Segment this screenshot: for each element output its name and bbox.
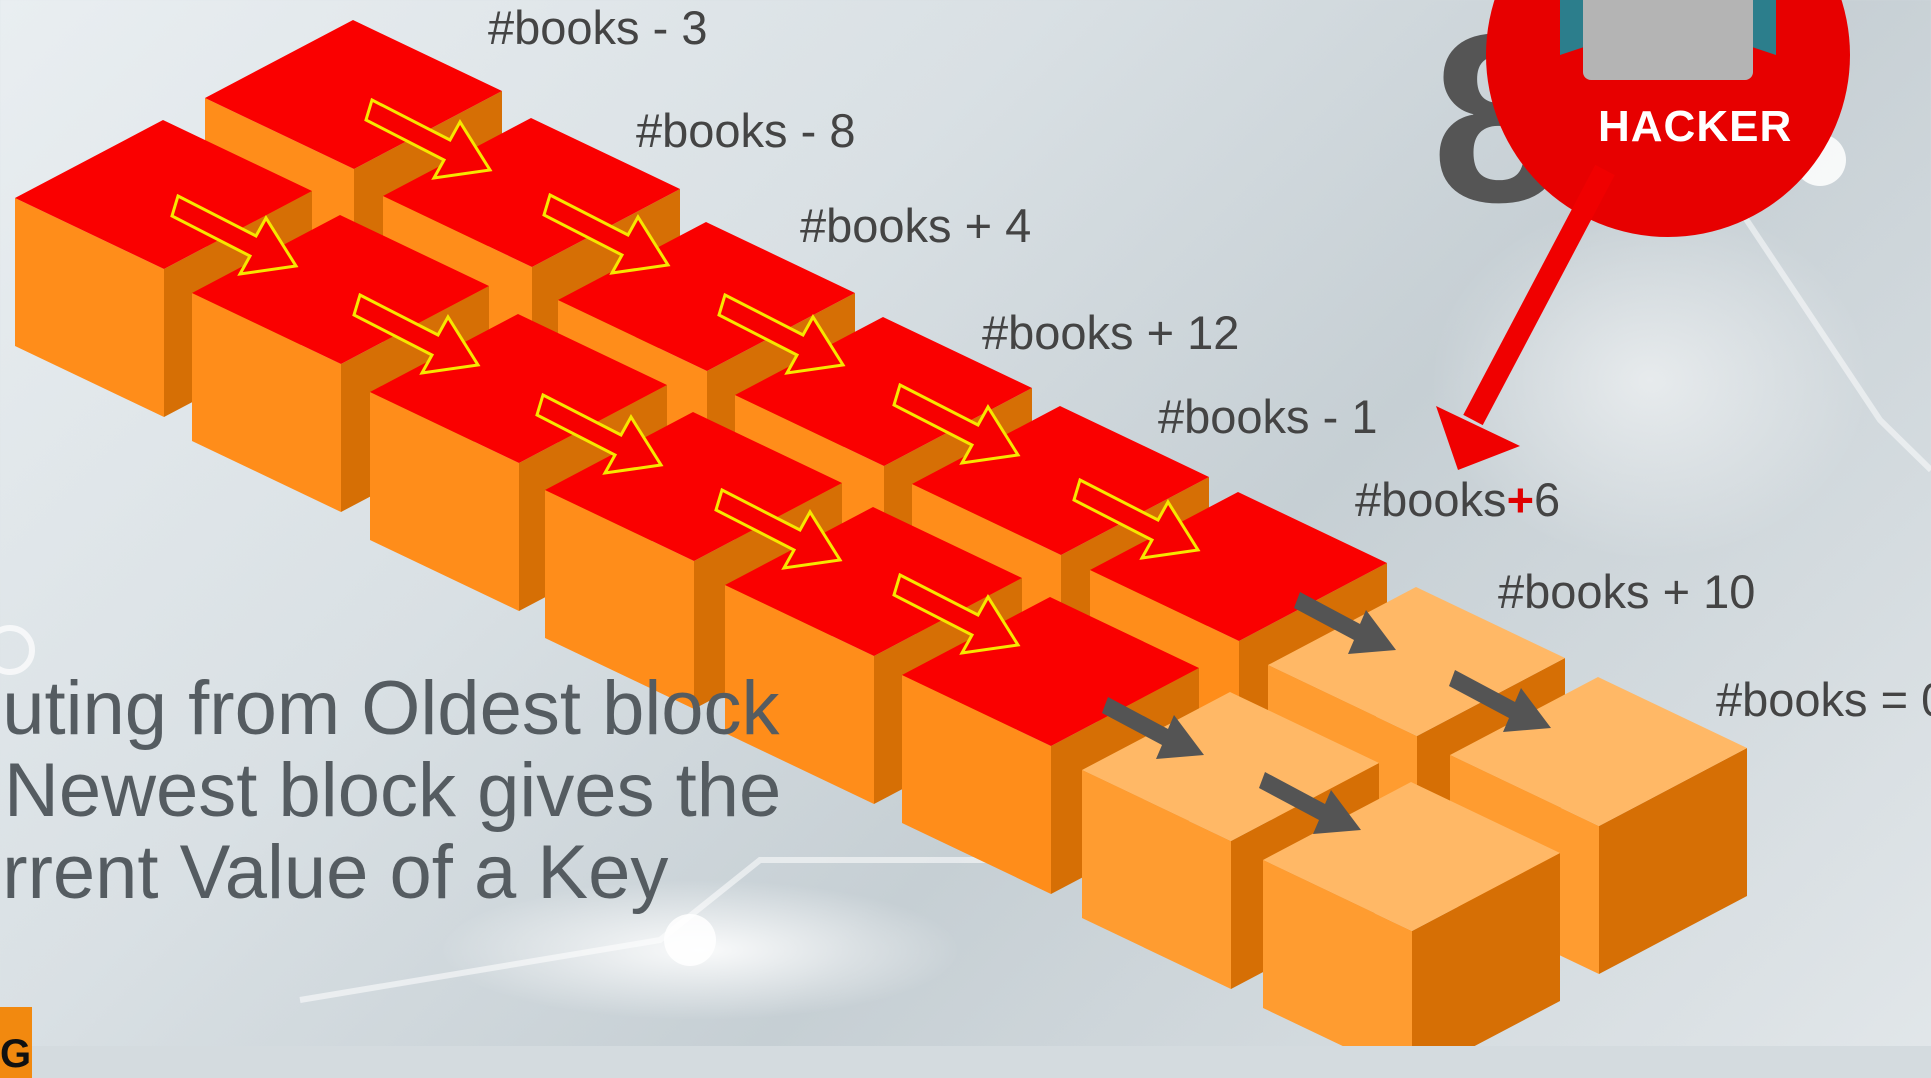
footer-bar xyxy=(0,1046,1931,1078)
hacker-arrow-shaft xyxy=(1473,170,1605,420)
hacker-label: HACKER xyxy=(1598,102,1792,152)
logo-letter: G xyxy=(0,1032,31,1077)
laptop-icon xyxy=(1583,0,1753,80)
